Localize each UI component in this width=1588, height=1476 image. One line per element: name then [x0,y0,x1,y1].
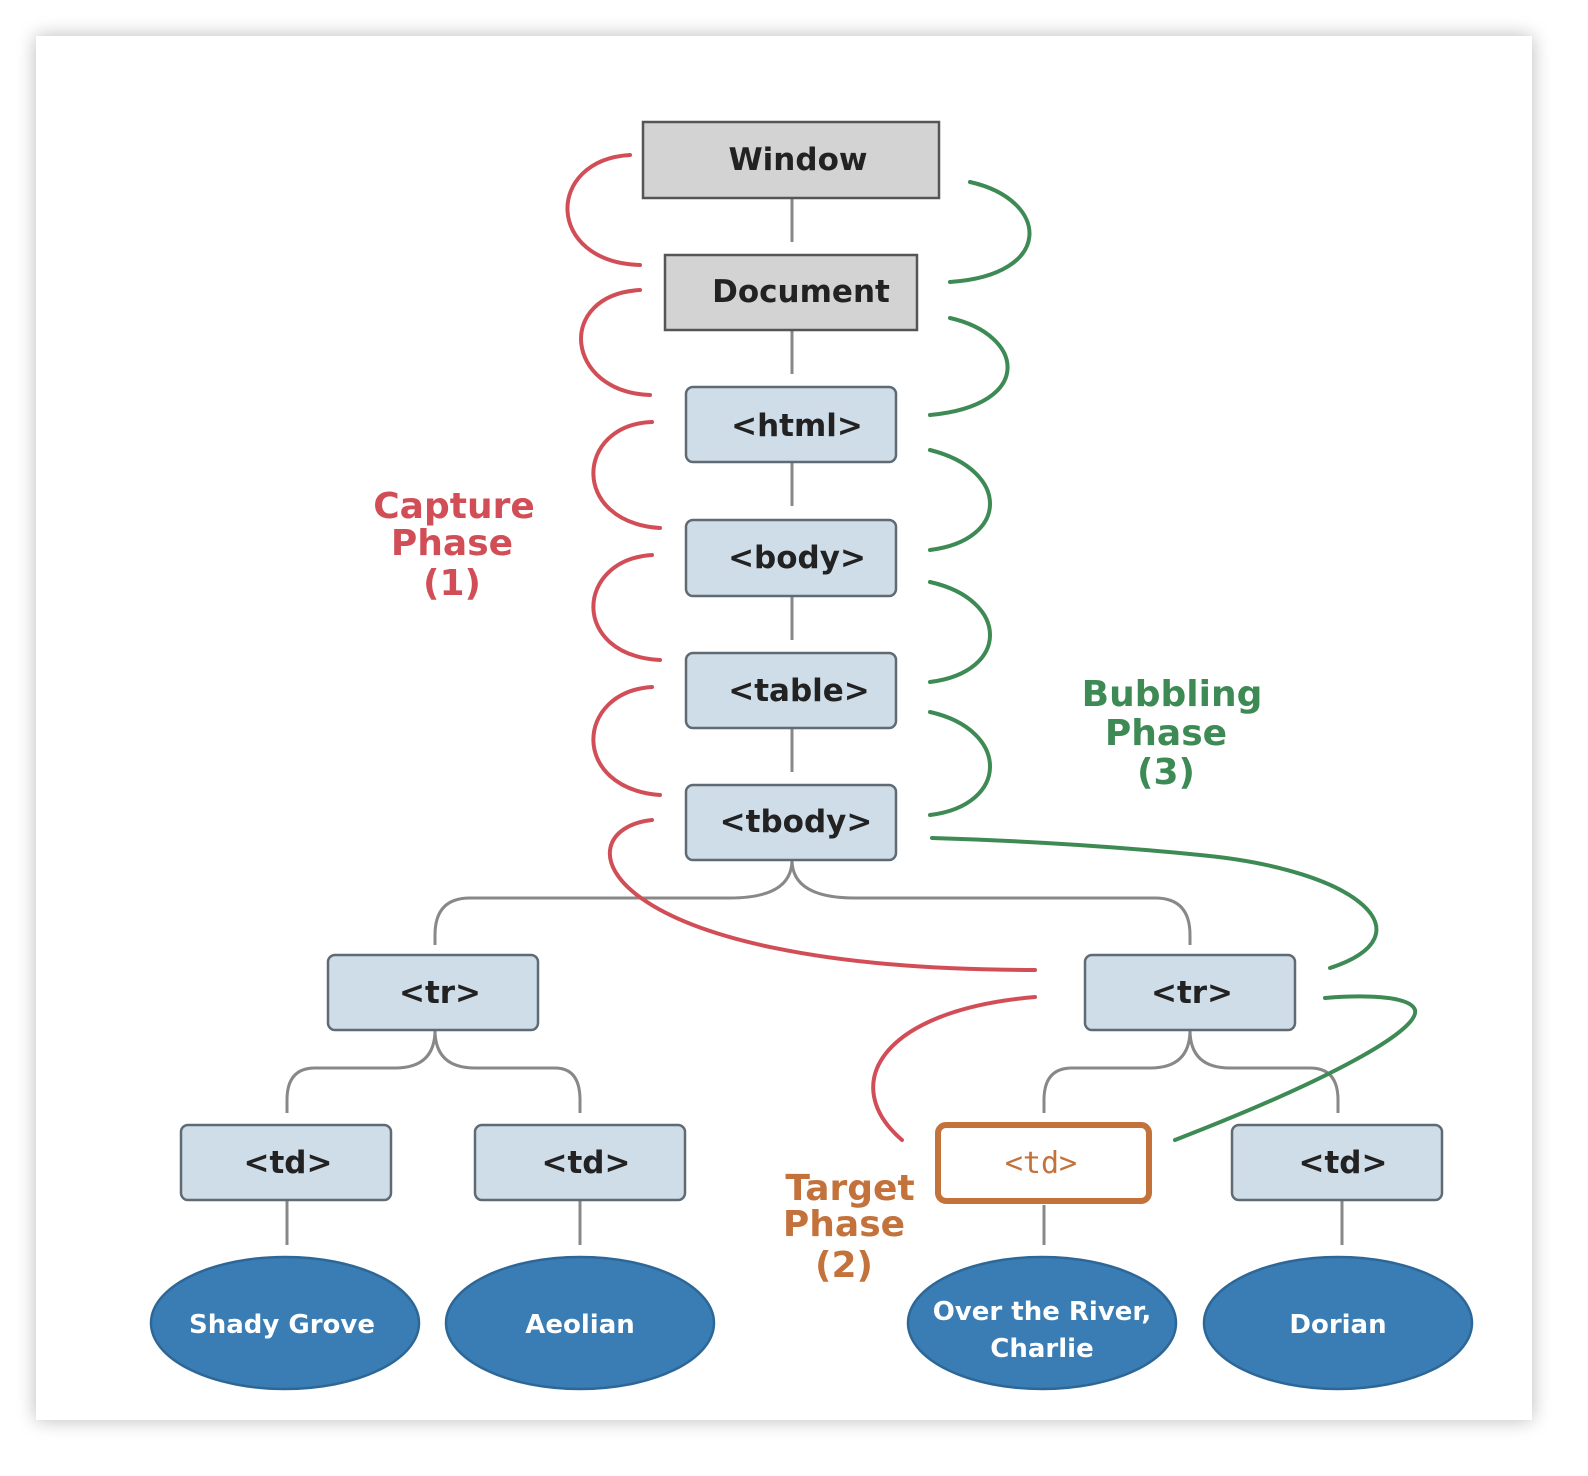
capture-line3: (1) [423,563,481,604]
target-line2: Phase [783,1204,905,1245]
html-label: <html> [731,408,863,444]
tr-left-label: <tr> [399,975,481,1011]
bubbling-phase-label: Bubbling Phase (3) [1082,674,1263,793]
target-line3: (2) [815,1245,873,1286]
td-node-target: <td> [935,1122,1152,1204]
capture-line2: Phase [391,523,513,564]
td-node-2: <td> [473,1123,687,1202]
document-label: Document [712,274,890,310]
td-1-label: <td> [244,1145,333,1181]
capture-line1: Capture [373,486,535,527]
capture-phase-label: Capture Phase (1) [373,486,535,604]
leaf-4-label: Dorian [1289,1310,1386,1340]
leaf-3-label-line1: Over the River, [933,1297,1152,1327]
leaf-over-the-river-charlie: Over the River, Charlie [906,1255,1178,1391]
table-label: <table> [728,673,870,709]
table-node: <table> [684,651,898,730]
bubbling-line3: (3) [1137,752,1195,793]
window-node: Window [641,120,941,200]
window-label: Window [728,142,867,178]
td-node-4: <td> [1230,1123,1444,1202]
bubbling-line1: Bubbling [1082,674,1263,715]
tree-connectors [285,198,1344,1245]
td-4-label: <td> [1299,1145,1388,1181]
td-target-label: <td> [1005,1146,1077,1181]
bubbling-line2: Phase [1105,713,1227,754]
bubbling-phase-arrows [928,180,1418,1142]
td-2-label: <td> [542,1145,631,1181]
leaf-dorian: Dorian [1202,1255,1474,1391]
capture-phase-arrows [565,153,1037,1142]
leaf-1-label: Shady Grove [189,1310,375,1340]
body-label: <body> [728,540,866,576]
td-node-1: <td> [179,1123,393,1202]
target-line1: Target [785,1168,914,1209]
tr-node-left: <tr> [326,953,540,1032]
leaf-3-label-line2: Charlie [990,1334,1093,1364]
body-node: <body> [684,518,898,598]
target-phase-label: Target Phase (2) [783,1168,915,1286]
tbody-label: <tbody> [720,804,873,840]
tbody-node: <tbody> [684,783,898,862]
html-node: <html> [684,385,898,464]
tr-right-label: <tr> [1151,975,1233,1011]
leaf-aeolian: Aeolian [444,1255,716,1391]
leaf-shady-grove: Shady Grove [149,1255,421,1391]
document-node: Document [663,253,919,332]
tr-node-right: <tr> [1083,953,1297,1032]
leaf-2-label: Aeolian [525,1310,635,1340]
